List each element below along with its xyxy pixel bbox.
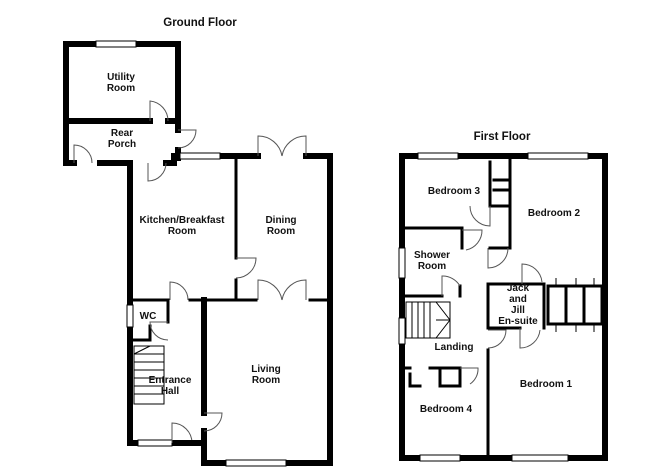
bedroom3-label: Bedroom 3 bbox=[428, 186, 481, 197]
living-room-label-2: Room bbox=[252, 375, 280, 386]
hall-window bbox=[137, 439, 173, 447]
utility-room-label-1: Utility bbox=[107, 72, 135, 83]
bedroom2-label: Bedroom 2 bbox=[528, 208, 581, 219]
shower-window bbox=[398, 247, 406, 279]
living-double-door-right bbox=[281, 279, 307, 301]
ground-floor-plan bbox=[63, 40, 333, 467]
rear-porch-side-door bbox=[73, 144, 93, 164]
kitchen-dining-door bbox=[235, 257, 257, 279]
bedroom4-door bbox=[460, 367, 479, 385]
bedroom1-landing-door bbox=[487, 329, 507, 349]
bedroom4-window bbox=[419, 454, 461, 462]
dining-french-door-right bbox=[281, 135, 307, 157]
landing-label: Landing bbox=[435, 342, 474, 353]
shower-top-door bbox=[462, 229, 483, 251]
ground-floor-title: Ground Floor bbox=[163, 17, 237, 29]
utility-window bbox=[95, 40, 137, 48]
front-door bbox=[171, 422, 193, 444]
wc-label: WC bbox=[140, 311, 157, 322]
living-room-label-1: Living bbox=[251, 364, 280, 375]
wardrobes bbox=[546, 284, 604, 326]
rear-porch-label-2: Porch bbox=[108, 139, 136, 150]
ensuite-label-4: En-suite bbox=[498, 316, 538, 327]
living-window bbox=[225, 459, 287, 467]
first-floor-plan bbox=[398, 152, 608, 462]
bedroom3-window bbox=[417, 152, 459, 160]
bedroom4-label: Bedroom 4 bbox=[420, 404, 473, 415]
dining-french-door-left bbox=[257, 135, 283, 157]
ensuite-label-1: Jack bbox=[507, 283, 530, 294]
living-hall-door bbox=[203, 412, 223, 432]
wc-window bbox=[126, 304, 134, 328]
kitchen-hall-door bbox=[169, 281, 189, 301]
bedroom1-window bbox=[511, 454, 569, 462]
dining-label-2: Room bbox=[267, 226, 295, 237]
first-floor-stairs bbox=[405, 301, 451, 339]
bedroom2-window bbox=[527, 152, 589, 160]
landing-window bbox=[398, 317, 406, 345]
ensuite-bedroom2-door bbox=[521, 263, 543, 284]
dining-label-1: Dining bbox=[265, 215, 296, 226]
utility-room-label-2: Room bbox=[107, 83, 135, 94]
ensuite-label-3: Jill bbox=[511, 305, 525, 316]
kitchen-label-1: Kitchen/Breakfast bbox=[139, 215, 225, 226]
entrance-hall-label-2: Hall bbox=[161, 386, 180, 397]
shower-room-label-2: Room bbox=[418, 261, 446, 272]
shower-room-door bbox=[441, 275, 461, 296]
ensuite-bedroom1-door bbox=[519, 328, 541, 349]
entrance-hall-label-1: Entrance bbox=[149, 375, 192, 386]
bedroom3-door bbox=[469, 205, 491, 227]
rear-porch-label-1: Rear bbox=[111, 128, 133, 139]
wc-door bbox=[149, 321, 169, 341]
ground-stairs bbox=[133, 345, 165, 405]
kitchen-window bbox=[179, 152, 221, 160]
utility-door bbox=[149, 100, 169, 122]
bedroom1-label: Bedroom 1 bbox=[520, 379, 573, 390]
kitchen-label-2: Room bbox=[168, 226, 196, 237]
bedroom2-landing-door bbox=[487, 247, 509, 269]
ensuite-label-2: and bbox=[509, 294, 527, 305]
porch-kitchen-door bbox=[147, 162, 167, 182]
shower-room-label-1: Shower bbox=[414, 250, 450, 261]
living-double-door-left bbox=[257, 279, 283, 301]
first-floor-title: First Floor bbox=[474, 131, 531, 143]
rear-porch-back-door bbox=[177, 129, 197, 149]
